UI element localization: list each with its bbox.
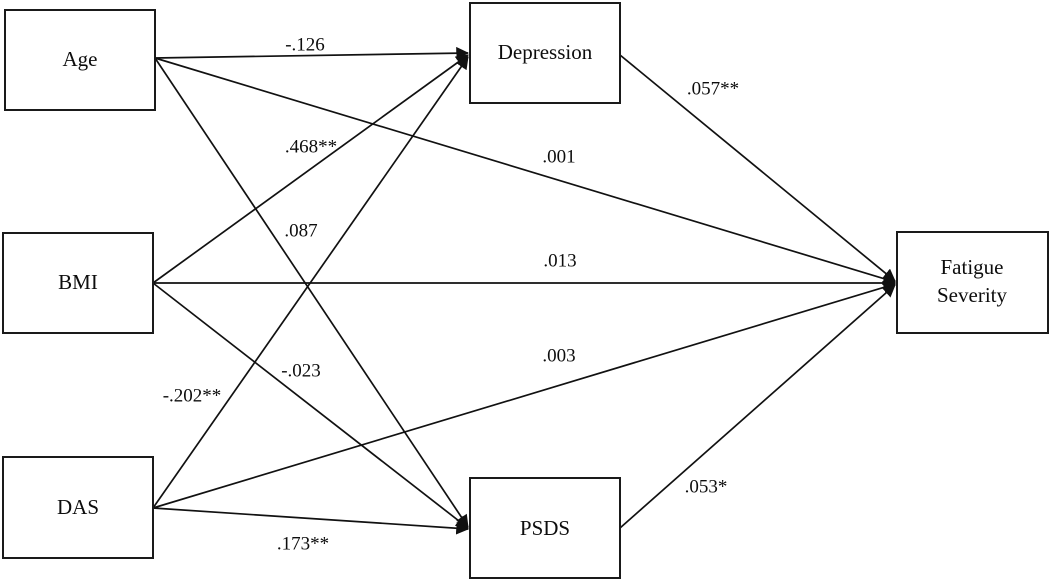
node-bmi[interactable]: BMI [2, 232, 154, 334]
node-psds-label: PSDS [520, 516, 570, 540]
node-age[interactable]: Age [4, 9, 156, 111]
node-age-box[interactable] [4, 9, 156, 111]
node-depression-label: Depression [498, 40, 593, 64]
node-depression[interactable]: Depression [469, 2, 621, 104]
edge-psds-fatigue-severity [619, 284, 896, 529]
edge-label-depression-fatigue-severity: .057** [687, 78, 739, 99]
edge-label-das-depression: .087 [284, 220, 317, 241]
node-das[interactable]: DAS [2, 456, 154, 559]
node-psds-box[interactable] [469, 477, 621, 579]
edge-group [152, 46, 897, 535]
edge-bmi-psds [152, 282, 469, 529]
edge-label-bmi-depression: .468** [285, 136, 337, 157]
edge-label-age-psds: -.023 [281, 360, 321, 381]
edge-age-depression [154, 46, 470, 60]
edge-label-age-fatigue-severity: .001 [542, 146, 575, 167]
edge-label-bmi-psds: -.202** [163, 385, 222, 406]
node-das-box[interactable] [2, 456, 154, 559]
edge-bmi-depression [152, 54, 469, 284]
node-fatigue-severity-box[interactable] [896, 231, 1049, 334]
node-psds[interactable]: PSDS [469, 477, 621, 579]
edge-das-depression [152, 56, 469, 509]
node-bmi-label: BMI [58, 270, 98, 294]
edge-label-bmi-fatigue-severity: .013 [543, 250, 576, 271]
node-das-label: DAS [57, 495, 99, 519]
edge-label-age-depression: -.126 [285, 34, 325, 55]
edge-das-fatigue-severity [152, 281, 896, 509]
node-depression-box[interactable] [469, 2, 621, 104]
node-age-label: Age [63, 47, 98, 71]
edge-age-psds [154, 57, 469, 528]
node-fatigue-severity-label-line2: Severity [937, 283, 1007, 307]
node-bmi-box[interactable] [2, 232, 154, 334]
edge-label-psds-fatigue-severity: .053* [685, 476, 728, 497]
edge-age-fatigue-severity [154, 57, 896, 285]
edge-depression-fatigue-severity [619, 54, 896, 282]
node-fatigue-severity-label-line1: Fatigue [941, 255, 1004, 279]
edge-label-group: -.126 .468** .001 .087 .013 -.023 .003 -… [163, 34, 739, 554]
node-fatigue-severity[interactable]: Fatigue Severity [896, 231, 1049, 334]
edge-label-das-fatigue-severity: .003 [542, 345, 575, 366]
edge-label-das-psds: .173** [277, 533, 329, 554]
edge-das-psds [152, 507, 470, 535]
